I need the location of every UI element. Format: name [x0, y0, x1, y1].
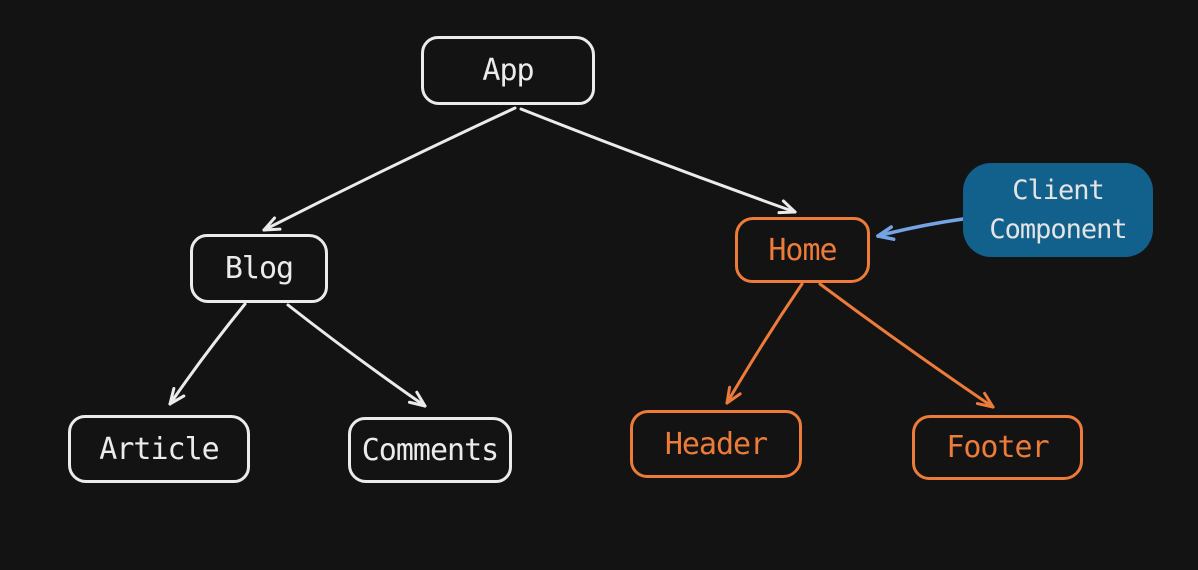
node-header: Header: [630, 410, 802, 478]
node-app-label: App: [482, 53, 534, 88]
arrow-blog-article: [168, 302, 247, 406]
node-home-label: Home: [768, 232, 837, 268]
node-app: App: [421, 36, 595, 105]
node-blog-label: Blog: [224, 251, 294, 286]
client-component-label: Client Component: [989, 175, 1127, 245]
arrow-app-blog: [262, 106, 517, 232]
node-footer: Footer: [912, 415, 1083, 480]
node-home: Home: [735, 217, 870, 283]
node-article-label: Article: [99, 431, 219, 467]
arrow-blog-comments: [286, 303, 427, 408]
node-comments: Comments: [348, 417, 512, 483]
node-footer-label: Footer: [946, 430, 1049, 465]
arrow-home-header: [725, 282, 804, 405]
client-component-callout: Client Component: [963, 163, 1153, 257]
node-article: Article: [68, 415, 250, 483]
arrow-app-home: [519, 107, 797, 215]
arrow-home-footer: [818, 282, 995, 409]
node-blog: Blog: [190, 234, 328, 303]
node-comments-label: Comments: [361, 432, 499, 468]
node-header-label: Header: [664, 426, 768, 462]
arrow-client_component-home: [876, 217, 965, 241]
